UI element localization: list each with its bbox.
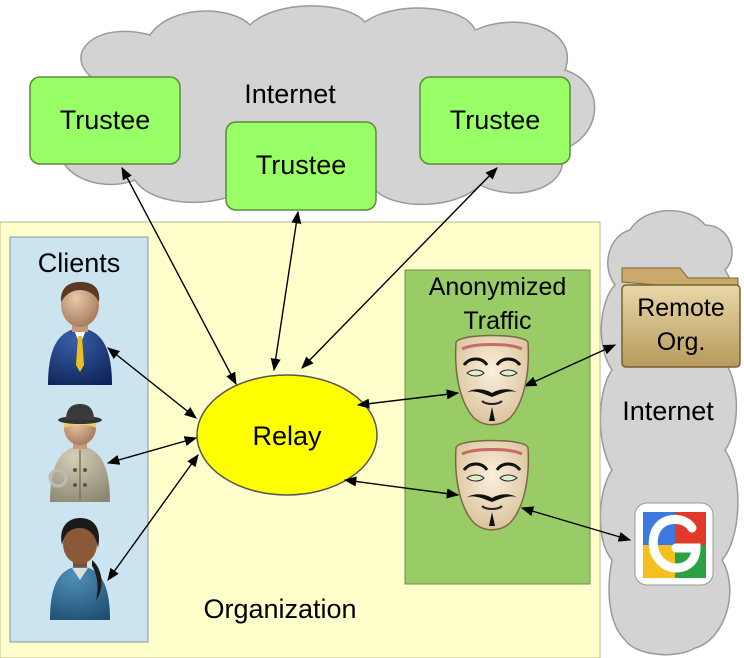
arrow-relay-mask1 — [356, 389, 460, 409]
arrow-trustee-left-relay — [121, 166, 237, 386]
arrow-trustee-middle-relay — [270, 210, 302, 372]
anonymized-traffic-title-line2: Traffic — [463, 307, 532, 335]
anonymized-traffic-title-line1: Anonymized — [428, 273, 567, 301]
arrow-mask2-google — [520, 506, 632, 542]
person-suit-icon — [48, 282, 112, 385]
google-logo-icon — [634, 502, 714, 586]
arrow-trustee-right-relay — [301, 167, 498, 369]
relay-label: Relay — [252, 421, 322, 451]
trustee-label-middle: Trustee — [255, 150, 347, 180]
person-woman-icon — [50, 518, 110, 620]
relay-node — [196, 374, 378, 496]
trustee-box-right — [419, 76, 571, 165]
internet-label-top: Internet — [244, 79, 336, 109]
arrow-relay-mask2 — [343, 476, 460, 499]
trustee-box-left — [29, 76, 181, 165]
arrow-client1-relay — [107, 347, 197, 419]
guy-fawkes-mask-icon — [454, 439, 530, 531]
trustee-label-right: Trustee — [449, 105, 541, 135]
arrow-client3-relay — [107, 453, 199, 582]
connection-arrows — [106, 166, 632, 582]
clients-title: Clients — [37, 248, 121, 278]
arrow-mask1-remote-org — [523, 344, 617, 387]
internet-label-right: Internet — [622, 396, 714, 426]
person-detective-icon — [48, 404, 110, 502]
trustee-label-left: Trustee — [59, 105, 151, 135]
guy-fawkes-mask-icon — [454, 334, 530, 426]
organization-label: Organization — [203, 594, 357, 624]
folder-icon — [621, 267, 741, 368]
remote-org-label-line1: Remote — [637, 294, 725, 322]
remote-org-label-line2: Org. — [656, 328, 706, 356]
